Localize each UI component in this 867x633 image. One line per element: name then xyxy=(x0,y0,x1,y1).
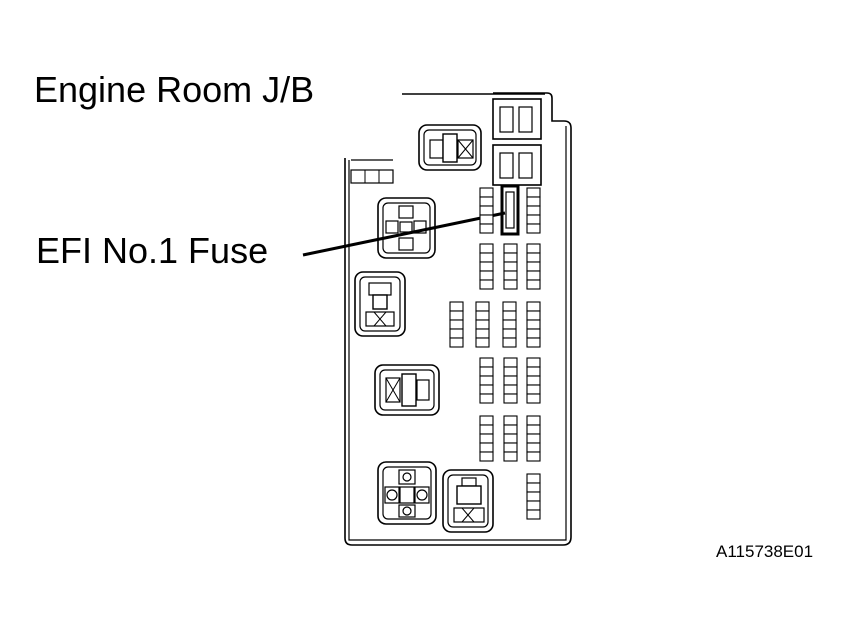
fuse-slot-42 xyxy=(526,310,541,321)
fuse-slot-2 xyxy=(479,196,494,207)
top-relay-box-2 xyxy=(492,144,542,186)
fuse-slot-13 xyxy=(479,261,494,272)
fuse-slot-1 xyxy=(479,187,494,198)
fuse-slot-12 xyxy=(479,252,494,263)
fuse-slot-74 xyxy=(526,442,541,453)
fuse-slot-47 xyxy=(479,366,494,377)
fuse-slot-14 xyxy=(479,270,494,281)
fuse-slot-11 xyxy=(479,243,494,254)
fuse-slot-45 xyxy=(526,337,541,348)
fuse-slot-61 xyxy=(479,415,494,426)
fuse-slot-79 xyxy=(526,500,541,511)
fuse-slot-80 xyxy=(526,509,541,520)
fuse-slot-3 xyxy=(479,205,494,216)
efi-no1-fuse xyxy=(500,184,520,236)
fuse-slot-5 xyxy=(479,223,494,234)
fuse-slot-60 xyxy=(526,393,541,404)
fuse-slot-65 xyxy=(479,451,494,462)
fuse-slot-4 xyxy=(479,214,494,225)
fuse-slot-15 xyxy=(479,279,494,290)
fuse-slot-30 xyxy=(449,337,464,348)
fuse-slot-18 xyxy=(503,261,518,272)
fuse-slot-51 xyxy=(503,357,518,368)
fuse-slot-44 xyxy=(526,328,541,339)
relay-1 xyxy=(418,124,482,171)
fuse-slot-29 xyxy=(449,328,464,339)
fuse-slot-53 xyxy=(503,375,518,386)
fuse-slot-56 xyxy=(526,357,541,368)
fuse-slot-68 xyxy=(503,433,518,444)
fuse-slot-50 xyxy=(479,393,494,404)
fuse-slot-41 xyxy=(526,301,541,312)
fuse-slot-23 xyxy=(526,261,541,272)
fuse-slot-20 xyxy=(503,279,518,290)
fuse-slot-19 xyxy=(503,270,518,281)
fuse-slot-48 xyxy=(479,375,494,386)
junction-block-label: Engine Room J/B xyxy=(34,69,315,110)
fuse-slot-6 xyxy=(526,187,541,198)
fuse-slot-72 xyxy=(526,424,541,435)
fuse-slot-34 xyxy=(475,328,490,339)
relay-4 xyxy=(374,364,440,416)
fuse-slot-70 xyxy=(503,451,518,462)
fuse-slot-38 xyxy=(502,319,517,330)
fuse-slot-25 xyxy=(526,279,541,290)
fuse-slot-36 xyxy=(502,301,517,312)
relay-3 xyxy=(354,271,406,337)
fuse-slot-24 xyxy=(526,270,541,281)
fuse-slot-75 xyxy=(526,451,541,462)
fuse-slot-8 xyxy=(526,205,541,216)
fuse-slot-27 xyxy=(449,310,464,321)
fuse-slot-22 xyxy=(526,252,541,263)
fuse-slot-17 xyxy=(503,252,518,263)
fuse-slot-40 xyxy=(502,337,517,348)
top-relay-box-1 xyxy=(492,98,542,140)
fuse-slot-33 xyxy=(475,319,490,330)
relay-2 xyxy=(377,197,436,259)
fuse-slot-63 xyxy=(479,433,494,444)
fuse-slot-62 xyxy=(479,424,494,435)
fuse-slot-7 xyxy=(526,196,541,207)
fuse-slot-66 xyxy=(503,415,518,426)
fuse-slot-49 xyxy=(479,384,494,395)
fuse-slot-46 xyxy=(479,357,494,368)
fuse-slot-37 xyxy=(502,310,517,321)
fuse-slot-54 xyxy=(503,384,518,395)
fuse-slot-76 xyxy=(526,473,541,484)
fuse-slot-64 xyxy=(479,442,494,453)
fuse-slot-28 xyxy=(449,319,464,330)
fuse-slot-32 xyxy=(475,310,490,321)
junction-block-housing xyxy=(344,92,572,546)
fuse-slot-9 xyxy=(526,214,541,225)
fuse-slot-73 xyxy=(526,433,541,444)
efi-fuse-label: EFI No.1 Fuse xyxy=(36,230,269,271)
fuse-slot-35 xyxy=(475,337,490,348)
fuse-slot-57 xyxy=(526,366,541,377)
fuse-slot-77 xyxy=(526,482,541,493)
fuse-slot-10 xyxy=(526,223,541,234)
fuse-slot-26 xyxy=(449,301,464,312)
fuse-slot-31 xyxy=(475,301,490,312)
fuse-slot-67 xyxy=(503,424,518,435)
fuse-slot-16 xyxy=(503,243,518,254)
fuse-slot-59 xyxy=(526,384,541,395)
fuse-slot-78 xyxy=(526,491,541,502)
relay-5 xyxy=(377,461,437,525)
fuse-array xyxy=(449,187,541,520)
fuse-slot-55 xyxy=(503,393,518,404)
fuse-slot-52 xyxy=(503,366,518,377)
fuse-slot-69 xyxy=(503,442,518,453)
fuse-slot-21 xyxy=(526,243,541,254)
figure-code: A115738E01 xyxy=(716,542,814,561)
fuse-slot-71 xyxy=(526,415,541,426)
efi-fuse-leader xyxy=(302,211,506,257)
top-left-tabs xyxy=(350,159,394,184)
relay-6 xyxy=(442,469,494,533)
fuse-slot-58 xyxy=(526,375,541,386)
fuse-slot-39 xyxy=(502,328,517,339)
fuse-slot-43 xyxy=(526,319,541,330)
